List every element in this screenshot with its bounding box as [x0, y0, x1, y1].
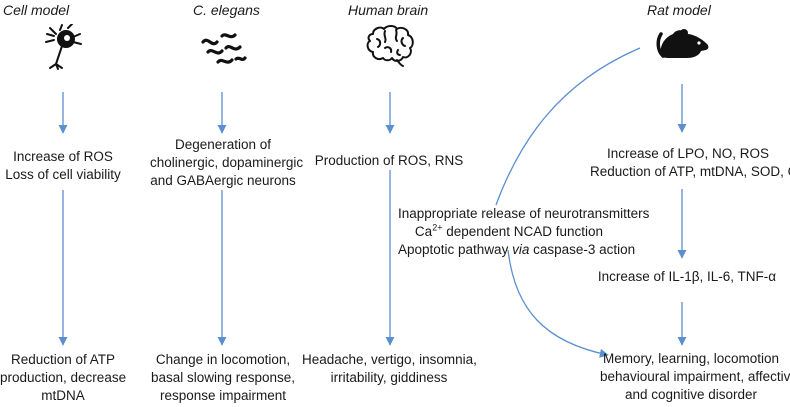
celegans-effect-line: cholinergic, dopaminergic [150, 155, 304, 170]
human-outcome-text: Headache, vertigo, insomnia, irritabilit… [302, 351, 477, 387]
mechanism-line-neurotransmitters: Inappropriate release of neurotransmitte… [398, 206, 650, 221]
human-outcome-line: irritability, giddiness [330, 370, 448, 385]
arrow-curve-rat-to-mechanisms [495, 47, 641, 206]
human-effect-line: Production of ROS, RNS [314, 153, 464, 168]
rat-outcome-text: Memory, learning, locomotion behavioural… [600, 350, 790, 404]
column-title-cell-model: Cell model [3, 2, 70, 18]
rat-cytokine-text: Increase of IL-1β, IL-6, TNF-α [590, 268, 784, 286]
mechanisms-text: Inappropriate release of neurotransmitte… [398, 205, 650, 259]
rat-effect-line: Increase of LPO, NO, ROS [606, 146, 770, 161]
brain-icon [366, 25, 414, 67]
celegans-outcome-line: basal slowing response, [150, 370, 296, 385]
rat-outcome-line: behavioural impairment, affective [600, 369, 790, 384]
mechanism-caspase-text: caspase-3 action [529, 242, 636, 257]
mechanism-apoptotic-text: Apoptotic pathway [398, 242, 513, 257]
cell-outcome-line: production, decrease [0, 370, 127, 385]
rat-outcome-line: Memory, learning, locomotion [602, 351, 780, 366]
mechanism-ca-text: Ca [414, 224, 433, 239]
mechanism-line-ncad: Ca2+ dependent NCAD function [398, 223, 620, 241]
worms-icon [201, 33, 247, 64]
column-title-human-brain: Human brain [348, 2, 429, 18]
celegans-effects-text: Degeneration of cholinergic, dopaminergi… [150, 136, 304, 190]
column-title-c-elegans: C. elegans [193, 2, 260, 18]
cell-outcome-text: Reduction of ATP production, decrease mt… [0, 351, 126, 405]
rat-effect-line: Reduction of ATP, mtDNA, SOD, CAT [590, 164, 790, 179]
mechanism-ca-superscript: 2+ [432, 222, 443, 233]
mechanism-line-apoptotic: Apoptotic pathway via caspase-3 action [398, 241, 635, 259]
cell-outcome-line: Reduction of ATP [10, 352, 116, 367]
celegans-outcome-text: Change in locomotion, basal slowing resp… [146, 351, 300, 405]
celegans-outcome-line: Change in locomotion, [155, 352, 291, 367]
human-outcome-line: Headache, vertigo, insomnia, [302, 352, 477, 367]
human-effects-text: Production of ROS, RNS [314, 152, 464, 170]
rat-icon [656, 29, 709, 58]
rat-outcome-line: and cognitive disorder [624, 387, 758, 402]
column-title-rat-model: Rat model [647, 2, 711, 18]
celegans-effect-line: Degeneration of [174, 137, 272, 152]
rat-effects-text: Increase of LPO, NO, ROS Reduction of AT… [590, 145, 790, 181]
mechanism-via-text: via [512, 242, 530, 257]
arrow-curve-mechanisms-to-outcome [507, 249, 609, 358]
mechanism-ncad-text: dependent NCAD function [442, 224, 604, 239]
cell-outcome-line: mtDNA [41, 388, 85, 403]
celegans-effect-line: and GABAergic neurons [150, 173, 296, 188]
rat-cytokine-line: Increase of IL-1β, IL-6, TNF-α [597, 269, 777, 284]
neuron-cell-icon [45, 24, 82, 70]
cell-effects-text: Increase of ROS Loss of cell viability [0, 148, 126, 184]
cell-effect-line: Increase of ROS [13, 149, 113, 164]
celegans-outcome-line: response impairment [159, 388, 287, 403]
cell-effect-line: Loss of cell viability [5, 167, 121, 182]
